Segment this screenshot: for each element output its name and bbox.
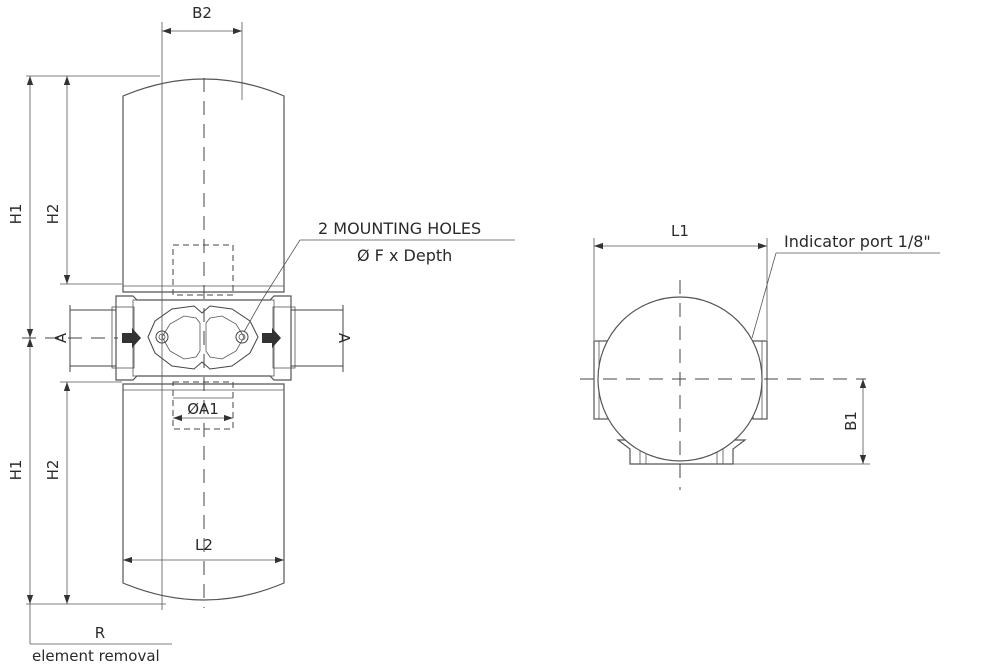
inlet-flow-arrow xyxy=(122,328,141,348)
dim-h2-top: H2 xyxy=(44,204,62,225)
mounting-holes-spec: Ø F x Depth xyxy=(357,246,452,265)
hidden-element-lower xyxy=(172,381,234,430)
hidden-element-upper xyxy=(172,244,234,296)
section-a-right: A xyxy=(335,333,353,344)
dim-h2-bottom: H2 xyxy=(44,460,62,481)
mounting-flange xyxy=(147,305,259,370)
mounting-hole-right xyxy=(235,330,249,344)
element-removal-label: element removal xyxy=(32,647,160,665)
section-a-left: A xyxy=(52,332,70,343)
indicator-port-label: Indicator port 1/8" xyxy=(784,232,931,251)
mounting-holes-label: 2 MOUNTING HOLES xyxy=(318,219,481,238)
dim-b2: B2 xyxy=(192,4,212,22)
dim-r: R xyxy=(95,624,105,642)
dim-b1: B1 xyxy=(842,411,860,431)
side-view: L1 Indicator port 1/8" B1 xyxy=(580,222,940,490)
dim-a1: ØA1 xyxy=(187,400,219,418)
outlet-flow-arrow xyxy=(262,328,281,348)
dim-l1: L1 xyxy=(671,222,689,240)
dim-h1-top: H1 xyxy=(7,204,25,225)
front-view: B2 H1 H2 H1 H2 A A ØA1 L2 R element remo… xyxy=(7,4,515,665)
dim-h1-bottom: H1 xyxy=(7,460,25,481)
dim-l2: L2 xyxy=(195,536,213,554)
upper-housing xyxy=(122,78,285,293)
